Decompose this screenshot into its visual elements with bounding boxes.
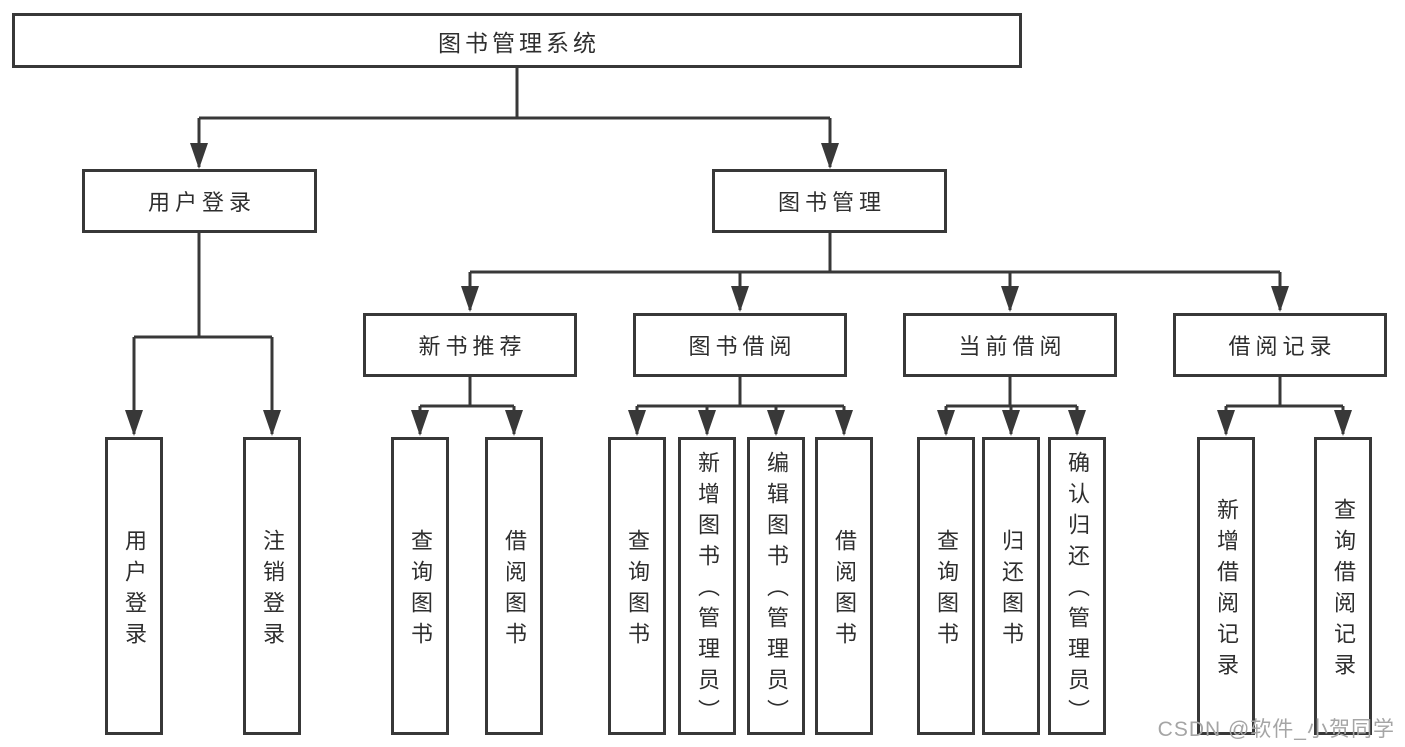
leaf-borrow-edit-books-label: 编辑图书（管理员） bbox=[764, 451, 789, 730]
leaf-records-query-record: 查询借阅记录 bbox=[1314, 437, 1372, 735]
leaf-logout-label: 注销登录 bbox=[260, 528, 285, 653]
leaf-current-confirm-return: 确认归还（管理员） bbox=[1048, 437, 1106, 735]
leaf-user-login: 用户登录 bbox=[105, 437, 163, 735]
leaf-recommend-borrow-books: 借阅图书 bbox=[485, 437, 543, 735]
leaf-recommend-query-books-label: 查询图书 bbox=[408, 528, 433, 653]
leaf-recommend-borrow-books-label: 借阅图书 bbox=[502, 528, 527, 653]
node-root: 图书管理系统 bbox=[12, 13, 1022, 68]
csdn-watermark: CSDN @软件_小贺同学 bbox=[1157, 718, 1395, 741]
node-new-book-recommend: 新书推荐 bbox=[363, 313, 577, 377]
leaf-recommend-query-books: 查询图书 bbox=[391, 437, 449, 735]
leaf-borrow-borrow-books: 借阅图书 bbox=[815, 437, 873, 735]
node-new-book-recommend-label: 新书推荐 bbox=[418, 334, 527, 359]
leaf-borrow-borrow-books-label: 借阅图书 bbox=[832, 528, 857, 653]
leaf-borrow-query-books-label: 查询图书 bbox=[625, 528, 650, 653]
leaf-records-add-record-label: 新增借阅记录 bbox=[1214, 497, 1239, 684]
node-user-login: 用户登录 bbox=[82, 169, 317, 233]
leaf-records-add-record: 新增借阅记录 bbox=[1197, 437, 1255, 735]
leaf-borrow-edit-books: 编辑图书（管理员） bbox=[747, 437, 805, 735]
leaf-borrow-query-books: 查询图书 bbox=[608, 437, 666, 735]
node-borrow-records: 借阅记录 bbox=[1173, 313, 1387, 377]
leaf-records-query-record-label: 查询借阅记录 bbox=[1331, 497, 1356, 684]
leaf-logout: 注销登录 bbox=[243, 437, 301, 735]
node-current-borrow-label: 当前借阅 bbox=[958, 334, 1067, 359]
leaf-borrow-add-books-label: 新增图书（管理员） bbox=[695, 451, 720, 730]
leaf-current-return-books-label: 归还图书 bbox=[999, 528, 1024, 653]
leaf-current-return-books: 归还图书 bbox=[982, 437, 1040, 735]
leaf-current-query-books-label: 查询图书 bbox=[934, 528, 959, 653]
leaf-current-confirm-return-label: 确认归还（管理员） bbox=[1065, 451, 1090, 730]
leaf-borrow-add-books: 新增图书（管理员） bbox=[678, 437, 736, 735]
node-book-management-label: 图书管理 bbox=[777, 190, 886, 215]
node-current-borrow: 当前借阅 bbox=[903, 313, 1117, 377]
node-book-borrow-label: 图书借阅 bbox=[688, 334, 797, 359]
node-user-login-label: 用户登录 bbox=[147, 190, 256, 215]
node-book-borrow: 图书借阅 bbox=[633, 313, 847, 377]
node-book-management: 图书管理 bbox=[712, 169, 947, 233]
node-root-label: 图书管理系统 bbox=[438, 29, 600, 56]
node-borrow-records-label: 借阅记录 bbox=[1228, 334, 1337, 359]
leaf-user-login-label: 用户登录 bbox=[122, 528, 147, 653]
leaf-current-query-books: 查询图书 bbox=[917, 437, 975, 735]
